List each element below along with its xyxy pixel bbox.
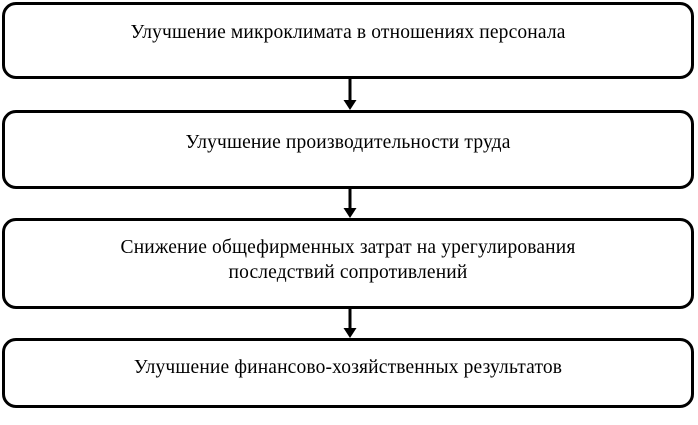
arrow-box3-to-box4 [341,309,359,338]
flowchart-box-3-label: Снижение общефирменных затрат на урегули… [120,237,576,283]
arrow-box1-to-box2 [341,79,359,110]
flowchart-box-2: Улучшение производительности труда [2,110,694,189]
arrow-box2-to-box3 [341,189,359,218]
flowchart-box-4-label: Улучшение финансово-хозяйственных резуль… [133,357,563,378]
flowchart-box-3: Снижение общефирменных затрат на урегули… [2,218,694,309]
flowchart-box-4: Улучшение финансово-хозяйственных резуль… [2,338,694,408]
flowchart-box-1-label: Улучшение микроклимата в отношениях перс… [130,22,566,43]
flowchart-box-2-label: Улучшение производительности труда [185,132,511,153]
flowchart-box-1: Улучшение микроклимата в отношениях перс… [2,2,694,79]
